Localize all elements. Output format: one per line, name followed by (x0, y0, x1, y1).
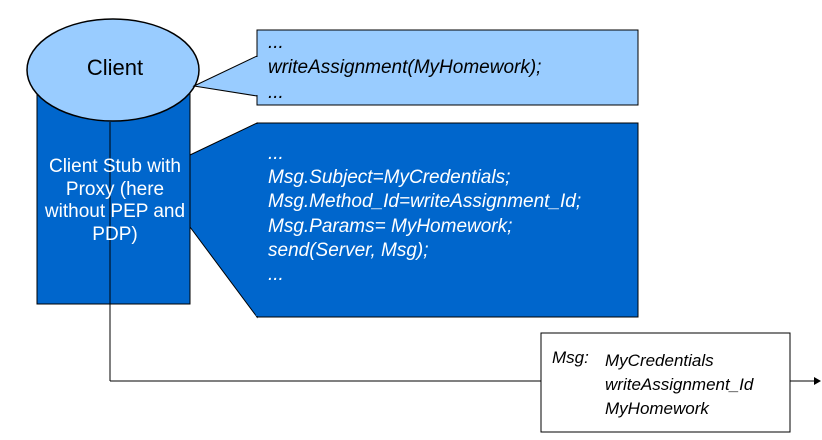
call-box-line: ... (268, 32, 284, 53)
message-values: MyCredentials writeAssignment_Id MyHomew… (605, 349, 753, 421)
call-box-line: ... (268, 82, 284, 103)
client-ellipse (26, 18, 200, 122)
stub-box-line: send(Server, Msg); (268, 239, 429, 261)
stub-box-line: Msg.Params= MyHomework; (268, 215, 513, 237)
stub-box-line: ... (268, 264, 284, 286)
call-box-code: ... writeAssignment(MyHomework); ... (268, 30, 541, 105)
stub-box-pointer (189, 122, 258, 319)
call-box-line: writeAssignment(MyHomework); (268, 57, 542, 78)
stub-box-line: ... (268, 143, 284, 164)
client-label: Client (86, 55, 144, 80)
stub-box (256, 122, 639, 318)
stub-box-code: ... Msg.Subject=MyCredentials; Msg.Metho… (268, 142, 581, 287)
message-box (540, 332, 791, 433)
message-value: MyHomework (605, 399, 709, 418)
call-box (256, 29, 639, 106)
stub-box-line: Msg.Method_Id=writeAssignment_Id; (268, 191, 582, 213)
client-stub-label: Client Stub with Proxy (here without PEP… (44, 156, 186, 245)
message-value: MyCredentials (605, 351, 714, 370)
stub-box-line: Msg.Subject=MyCredentials; (268, 167, 511, 189)
message-key: Msg: (552, 348, 589, 367)
call-box-pointer (192, 55, 258, 97)
outgoing-arrow-head (814, 377, 821, 385)
message-value: writeAssignment_Id (605, 375, 754, 394)
